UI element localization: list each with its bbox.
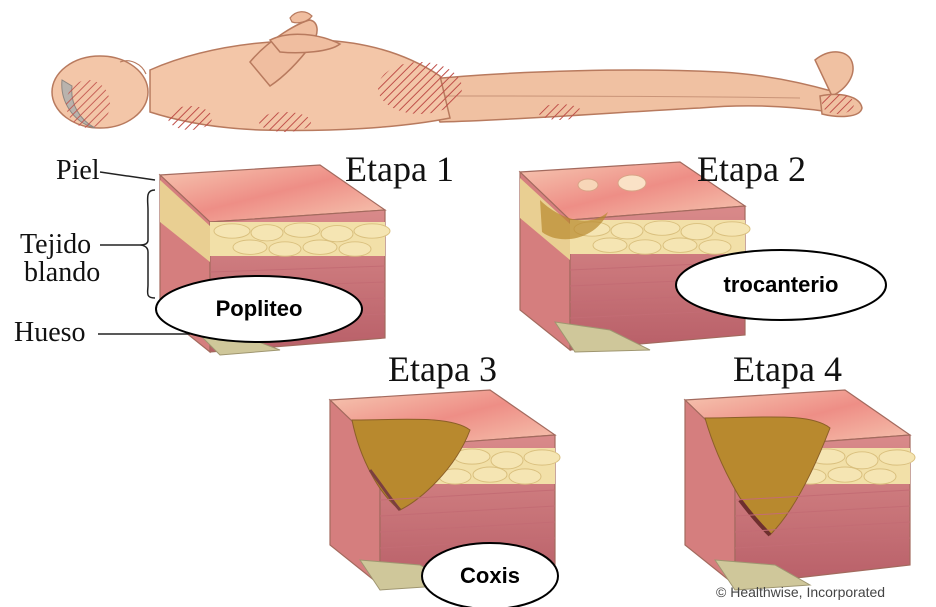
stage-3-title: Etapa 3 [388,348,497,390]
lying-body-figure [52,12,862,132]
callout-trocanterio: trocanterio [676,272,886,298]
stage-4-title: Etapa 4 [733,348,842,390]
stage-2-title: Etapa 2 [697,148,806,190]
label-skin: Piel [56,156,100,185]
stage-1-title: Etapa 1 [345,148,454,190]
label-soft-tissue-line1: Tejido [20,230,91,259]
callout-coxis: Coxis [422,563,558,589]
callout-popliteo: Popliteo [160,296,358,322]
copyright-credit: © Healthwise, Incorporated [716,584,885,600]
label-soft-tissue-line2: blando [24,258,100,287]
tissue-block-stage-4 [685,390,915,590]
label-bone: Hueso [14,318,86,347]
